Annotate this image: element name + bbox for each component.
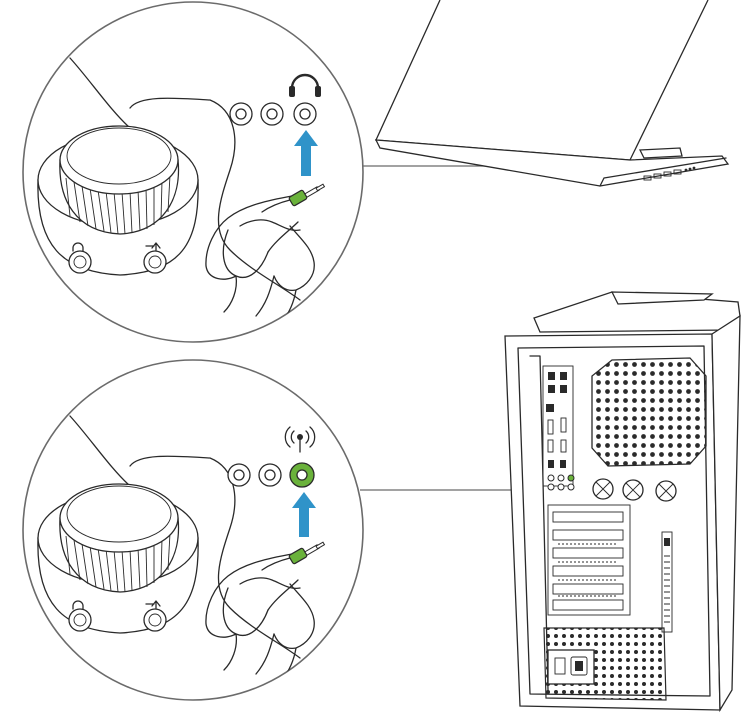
laptop — [374, 0, 730, 187]
laptop-ports — [643, 166, 696, 181]
bottom-detail-circle — [22, 359, 364, 701]
port-row-bottom — [227, 426, 316, 488]
vent-strip — [661, 531, 673, 633]
desktop-tower — [504, 291, 741, 713]
speaker-cable — [129, 97, 301, 301]
psu-area — [543, 627, 667, 701]
insert-arrow-top — [294, 130, 318, 176]
line-out-icon — [284, 426, 316, 453]
fan-grille-large — [591, 357, 707, 467]
io-panel — [542, 365, 575, 491]
top-detail-circle — [22, 1, 364, 343]
headphones-icon — [290, 73, 320, 96]
expansion-slots — [547, 504, 631, 616]
speaker-puck — [37, 125, 199, 276]
speaker-puck — [37, 483, 199, 634]
speaker-cable — [129, 455, 301, 659]
screw-holes — [592, 478, 677, 502]
insert-arrow-bottom — [292, 492, 316, 537]
port-row-top — [229, 73, 321, 126]
